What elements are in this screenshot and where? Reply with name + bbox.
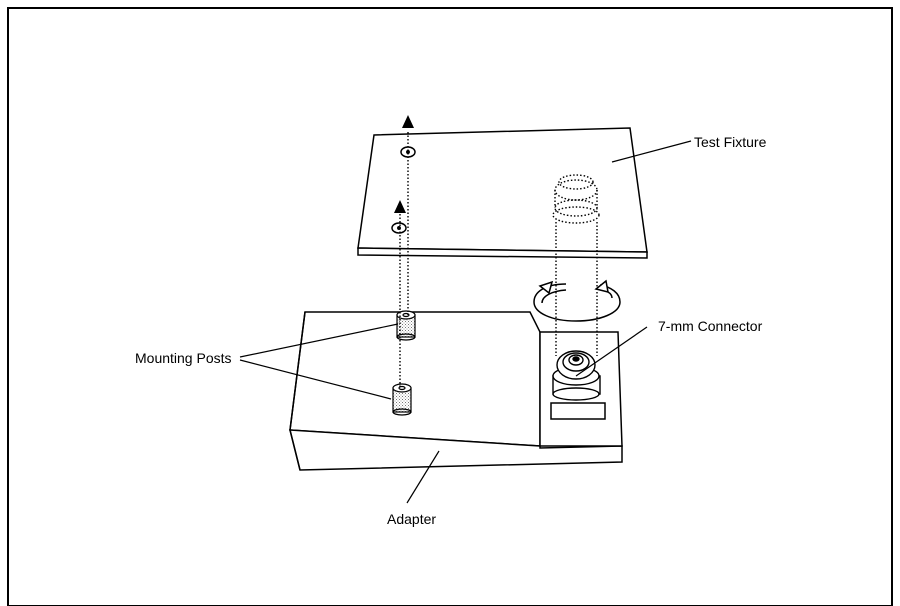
leader-lines (239, 140, 692, 504)
rotation-arrow-icon (533, 279, 621, 322)
mounting-post-front (392, 383, 412, 416)
arrow-up-icon (402, 115, 414, 128)
test-fixture-plate (357, 127, 648, 259)
label-adapter: Adapter (387, 511, 436, 527)
label-test-fixture: Test Fixture (694, 134, 767, 150)
label-mounting-posts: Mounting Posts (135, 350, 232, 366)
figure-border (7, 7, 893, 606)
post-guide-lines (399, 132, 409, 388)
arrow-up-icon (394, 200, 406, 213)
mounting-post-rear (396, 310, 416, 341)
adapter (289, 311, 623, 471)
label-7mm-connector: 7-mm Connector (658, 318, 763, 334)
